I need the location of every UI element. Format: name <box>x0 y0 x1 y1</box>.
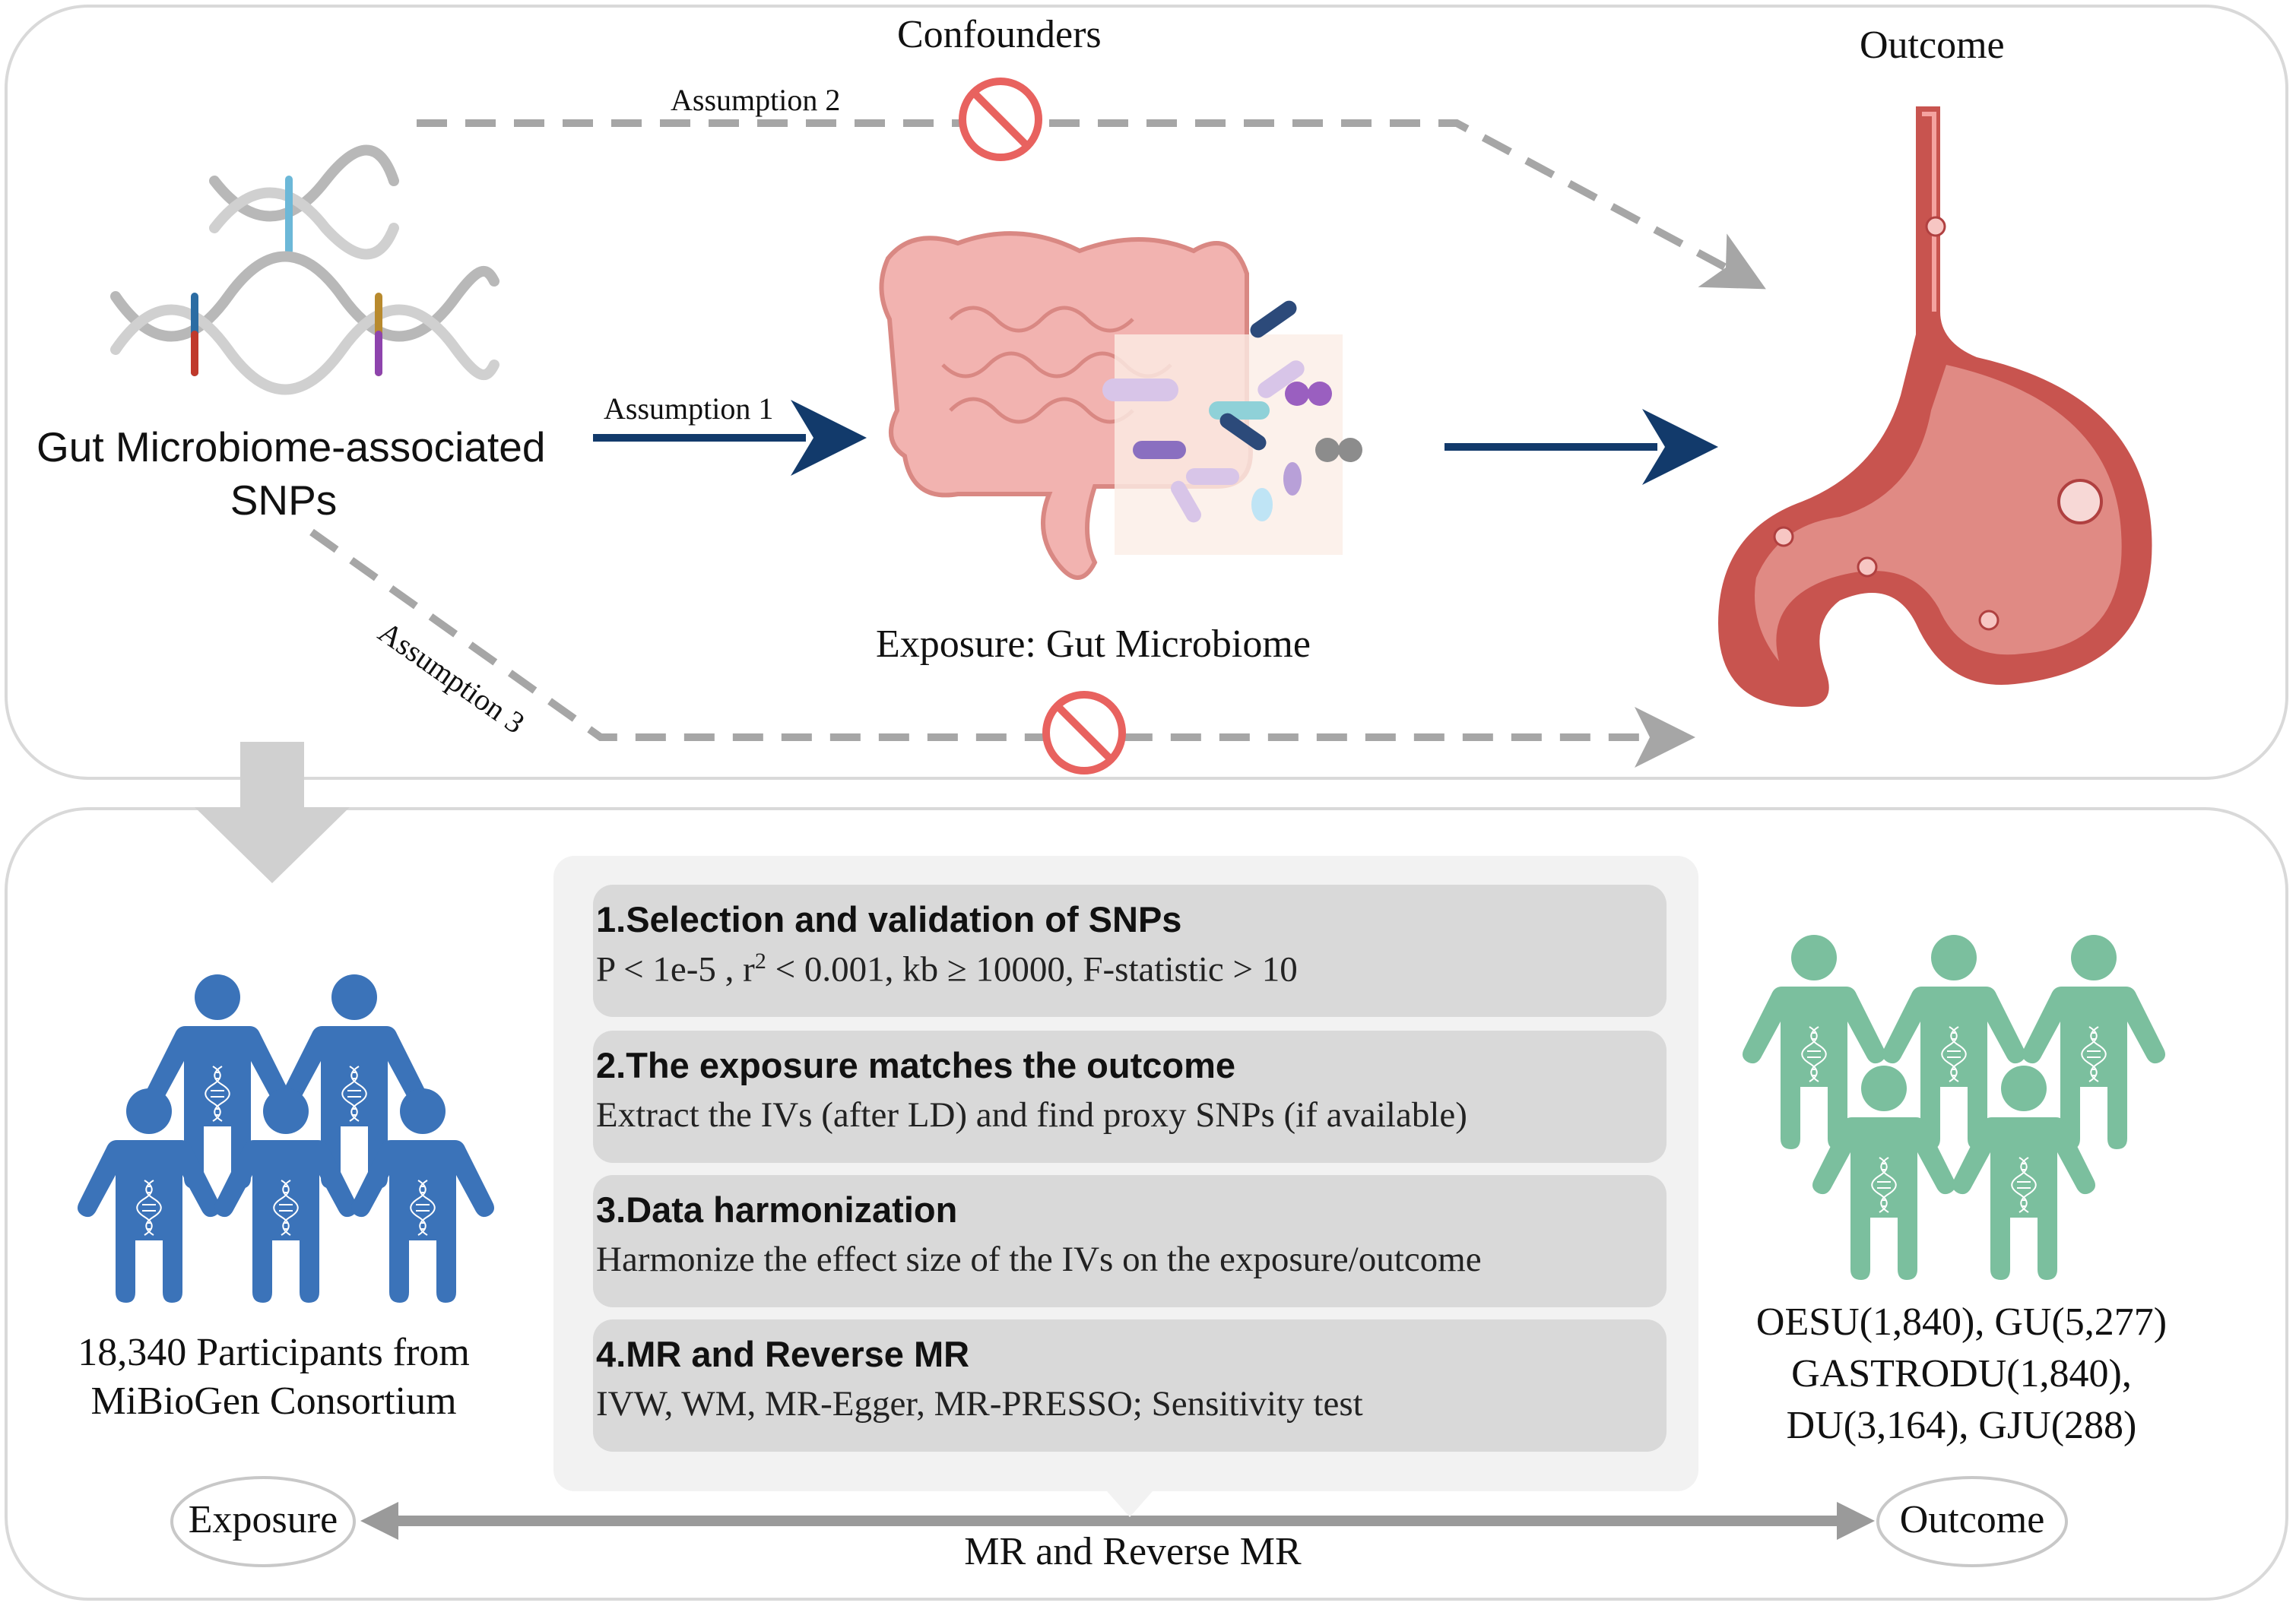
stomach-icon <box>1718 106 2152 707</box>
step-detail: Harmonize the effect size of the IVs on … <box>596 1240 1482 1279</box>
outcome-label: Outcome <box>1860 24 2005 67</box>
outcome-counts-line3: DU(3,164), GJU(288) <box>1786 1404 2137 1447</box>
confounders-label: Confounders <box>897 13 1102 56</box>
exposure-oval <box>170 1476 356 1567</box>
step-4: 4.MR and Reverse MR IVW, WM, MR-Egger, M… <box>593 1319 1667 1452</box>
assumption1-label: Assumption 1 <box>604 391 774 426</box>
outcome-counts-line2: GASTRODU(1,840), <box>1791 1352 2132 1395</box>
outcome-oval <box>1876 1476 2068 1567</box>
people-green-icon <box>1743 935 2165 1280</box>
assumption2-path <box>417 119 1766 290</box>
exposure-oval-label: Exposure <box>188 1498 338 1541</box>
step-title: 2.The exposure matches the outcome <box>596 1045 1236 1085</box>
participants-line1: 18,340 Participants from <box>78 1331 470 1374</box>
step-title: 1.Selection and validation of SNPs <box>596 899 1182 939</box>
people-blue-icon <box>78 974 494 1303</box>
outcome-oval-label: Outcome <box>1899 1498 2045 1541</box>
mr-double-arrow <box>360 1502 1875 1540</box>
step-detail: Extract the IVs (after LD) and find prox… <box>596 1095 1467 1135</box>
step-2: 2.The exposure matches the outcome Extra… <box>593 1031 1667 1163</box>
prohibit-icon <box>1042 691 1126 774</box>
step-3: 3.Data harmonization Harmonize the effec… <box>593 1175 1667 1307</box>
exposure-label: Exposure: Gut Microbiome <box>876 622 1311 666</box>
down-arrow-icon <box>195 742 350 883</box>
assumption2-label: Assumption 2 <box>671 83 841 117</box>
snps-label-line2: SNPs <box>230 477 338 524</box>
step-title: 4.MR and Reverse MR <box>596 1334 970 1374</box>
step-title: 3.Data harmonization <box>596 1189 958 1230</box>
step-detail: IVW, WM, MR-Egger, MR-PRESSO; Sensitivit… <box>596 1384 1363 1424</box>
outcome-counts-line1: OESU(1,840), GU(5,277) <box>1755 1300 2168 1344</box>
step-detail: P < 1e-5 , r2 < 0.001, kb ≥ 10000, F-sta… <box>596 949 1298 990</box>
step-1: 1.Selection and validation of SNPs P < 1… <box>593 885 1667 1017</box>
intestine-icon <box>879 231 1362 580</box>
assumption3-path <box>309 528 1695 768</box>
dna-icon <box>110 144 499 395</box>
prohibit-icon <box>959 78 1042 161</box>
participants-line2: MiBioGen Consortium <box>90 1380 457 1423</box>
mr-reverse-label: MR and Reverse MR <box>964 1530 1302 1573</box>
snps-label-line1: Gut Microbiome-associated <box>36 423 546 470</box>
